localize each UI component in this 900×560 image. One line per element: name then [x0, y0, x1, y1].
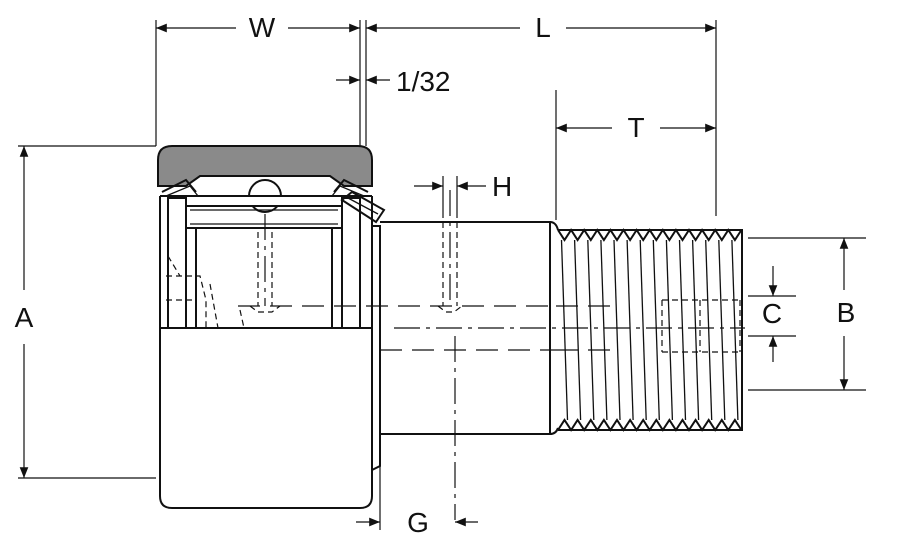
thread-line: [731, 239, 739, 421]
threaded-end: [557, 228, 743, 432]
roller-outer-ring: [157, 145, 386, 509]
thread-line: [652, 239, 660, 421]
thread-teeth-top: [557, 228, 743, 242]
label-a: A: [15, 302, 34, 333]
seal-cap: [157, 145, 373, 187]
label-gap: 1/32: [396, 66, 451, 97]
label-l: L: [535, 12, 551, 43]
label-h: H: [492, 171, 512, 202]
thread-line: [573, 239, 582, 421]
thread-line: [718, 239, 726, 421]
label-b: B: [837, 297, 856, 328]
dimension-h: H: [414, 171, 512, 218]
label-w: W: [249, 12, 276, 43]
dimension-l: L: [365, 12, 717, 216]
thread-line: [560, 239, 569, 421]
dimension-b: B: [748, 237, 866, 391]
label-g: G: [407, 507, 429, 538]
thread-line: [705, 239, 713, 421]
dimension-a: A: [15, 145, 156, 479]
stud-shank: [371, 221, 559, 471]
dimension-gap: 1/32: [336, 66, 451, 97]
thread-line: [600, 239, 608, 421]
thread-line: [678, 239, 687, 421]
thread-line: [691, 239, 700, 421]
hidden-lines: [238, 190, 745, 520]
label-c: C: [762, 298, 782, 329]
thread-line: [639, 239, 647, 421]
dimension-c: C: [748, 266, 796, 362]
dimension-t: T: [555, 90, 716, 220]
thread-line: [587, 239, 595, 421]
label-t: T: [627, 112, 644, 143]
thread-line: [665, 239, 674, 421]
thread-teeth-bottom: [557, 418, 743, 432]
thread-line: [626, 239, 634, 421]
dimension-w: W: [155, 12, 361, 146]
dimension-g: G: [356, 440, 478, 538]
thread-line: [613, 239, 621, 421]
